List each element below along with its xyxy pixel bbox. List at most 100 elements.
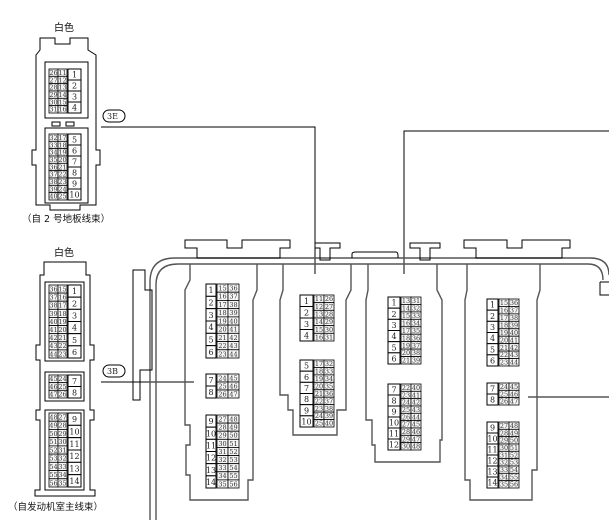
pin-number: 19 [218, 317, 226, 325]
pin-number: 15 [58, 285, 66, 293]
pin-number: 22 [218, 342, 226, 350]
pin-number: 25 [58, 383, 66, 391]
pin-number: 15 [402, 312, 410, 320]
pin-cell [57, 389, 68, 399]
pin-number: 11 [58, 69, 66, 77]
pin-number: 29 [402, 435, 410, 443]
pin-number: 40 [229, 317, 237, 325]
pin-number: 28 [218, 424, 226, 432]
pin-number: 11 [389, 430, 399, 439]
pin-number: 26 [49, 69, 57, 77]
pin-number: 42 [412, 399, 420, 407]
block-inner-outline [155, 263, 604, 520]
pin-number: 34 [325, 375, 333, 383]
pin-number: 43 [229, 342, 237, 350]
pin-number: 37 [510, 307, 518, 315]
pin-cell [508, 397, 520, 406]
pin-number: 20 [402, 349, 410, 357]
pin-number: 5 [72, 136, 77, 145]
pin-number: 6 [490, 356, 495, 365]
pin-number: 5 [208, 336, 213, 345]
pin-grid-left-bottom: 1234563637383940414243441516171819202122… [48, 284, 82, 488]
connector-inner-outline [44, 281, 85, 491]
pin-number: 23 [58, 350, 66, 358]
pin-number: 31 [49, 106, 57, 114]
pin-number: 12 [487, 457, 497, 466]
pin-number: 22 [58, 171, 66, 179]
pin-number: 26 [218, 390, 226, 398]
pin-number: 37 [49, 171, 57, 179]
block-side-clip [132, 269, 153, 401]
pin-number: 48 [510, 422, 518, 430]
pin-number: 40 [49, 318, 57, 326]
pin-number: 34 [500, 473, 508, 481]
pin-number: 8 [304, 395, 309, 404]
pin-number: 31 [58, 446, 66, 454]
pin-number: 46 [229, 382, 237, 390]
pin-number: 33 [58, 463, 66, 471]
pin-cell [387, 438, 401, 451]
pin-number: 55 [49, 471, 57, 479]
pin-number: 33 [49, 141, 57, 149]
pin-number: 32 [412, 305, 420, 313]
latch-slot [51, 121, 61, 127]
pin-number: 25 [315, 420, 323, 428]
pin-number: 3 [391, 321, 396, 330]
pin-number: 19 [402, 342, 410, 350]
pin-number: 35 [412, 327, 420, 335]
pin-number: 16 [218, 293, 226, 301]
pin-number: 13 [402, 297, 410, 305]
pin-number: 48 [412, 443, 420, 451]
pin-number: 26 [58, 391, 66, 399]
pin-number: 26 [500, 398, 508, 406]
pin-number: 30 [325, 326, 333, 334]
block-top-latch [463, 239, 571, 259]
pin-number: 31 [500, 451, 508, 459]
pin-cell [508, 480, 520, 489]
pin-grid-block-c: 1234561314151617181920213132333435363738… [387, 296, 422, 451]
pin-number: 30 [58, 438, 66, 446]
pin-number: 33 [325, 368, 333, 376]
pin-number: 3 [72, 311, 77, 320]
pin-number: 21 [315, 390, 323, 398]
pin-number: 20 [58, 326, 66, 334]
pin-number: 2 [391, 310, 396, 319]
pin-number: 18 [402, 334, 410, 342]
pin-number: 48 [229, 415, 237, 423]
pin-number: 34 [412, 319, 420, 327]
pin-number: 1 [208, 286, 213, 295]
pin-number: 8 [391, 397, 396, 406]
pin-number: 46 [49, 383, 57, 391]
pin-number: 49 [510, 429, 518, 437]
pin-number: 8 [490, 396, 495, 405]
harness-caption: （自 2 号地板线束） [22, 213, 110, 225]
pin-number: 28 [500, 429, 508, 437]
pin-number: 37 [325, 397, 333, 405]
pin-number: 10 [487, 435, 497, 444]
pin-number: 38 [49, 178, 57, 186]
pin-cell [57, 478, 68, 488]
pin-cell [67, 474, 82, 488]
pin-number: 20 [218, 326, 226, 334]
pin-number: 51 [229, 440, 237, 448]
pin-number: 49 [49, 422, 57, 430]
pin-number: 25 [58, 193, 66, 201]
pin-number: 47 [510, 398, 518, 406]
pin-number: 17 [500, 314, 508, 322]
pin-number: 42 [49, 334, 57, 342]
pin-number: 44 [49, 350, 57, 358]
pin-number: 31 [218, 448, 226, 456]
pin-number: 27 [49, 76, 57, 84]
block-top-latch [314, 242, 341, 261]
pin-number: 31 [412, 297, 420, 305]
pin-number: 30 [402, 443, 410, 451]
pin-number: 27 [58, 414, 66, 422]
pin-number: 49 [229, 424, 237, 432]
pin-number: 35 [500, 481, 508, 489]
pin-number: 32 [49, 134, 57, 142]
pin-number: 20 [58, 156, 66, 164]
pin-cell [205, 475, 217, 489]
pin-number: 25 [218, 382, 226, 390]
pin-number: 44 [229, 350, 237, 358]
pin-cell [67, 386, 82, 399]
